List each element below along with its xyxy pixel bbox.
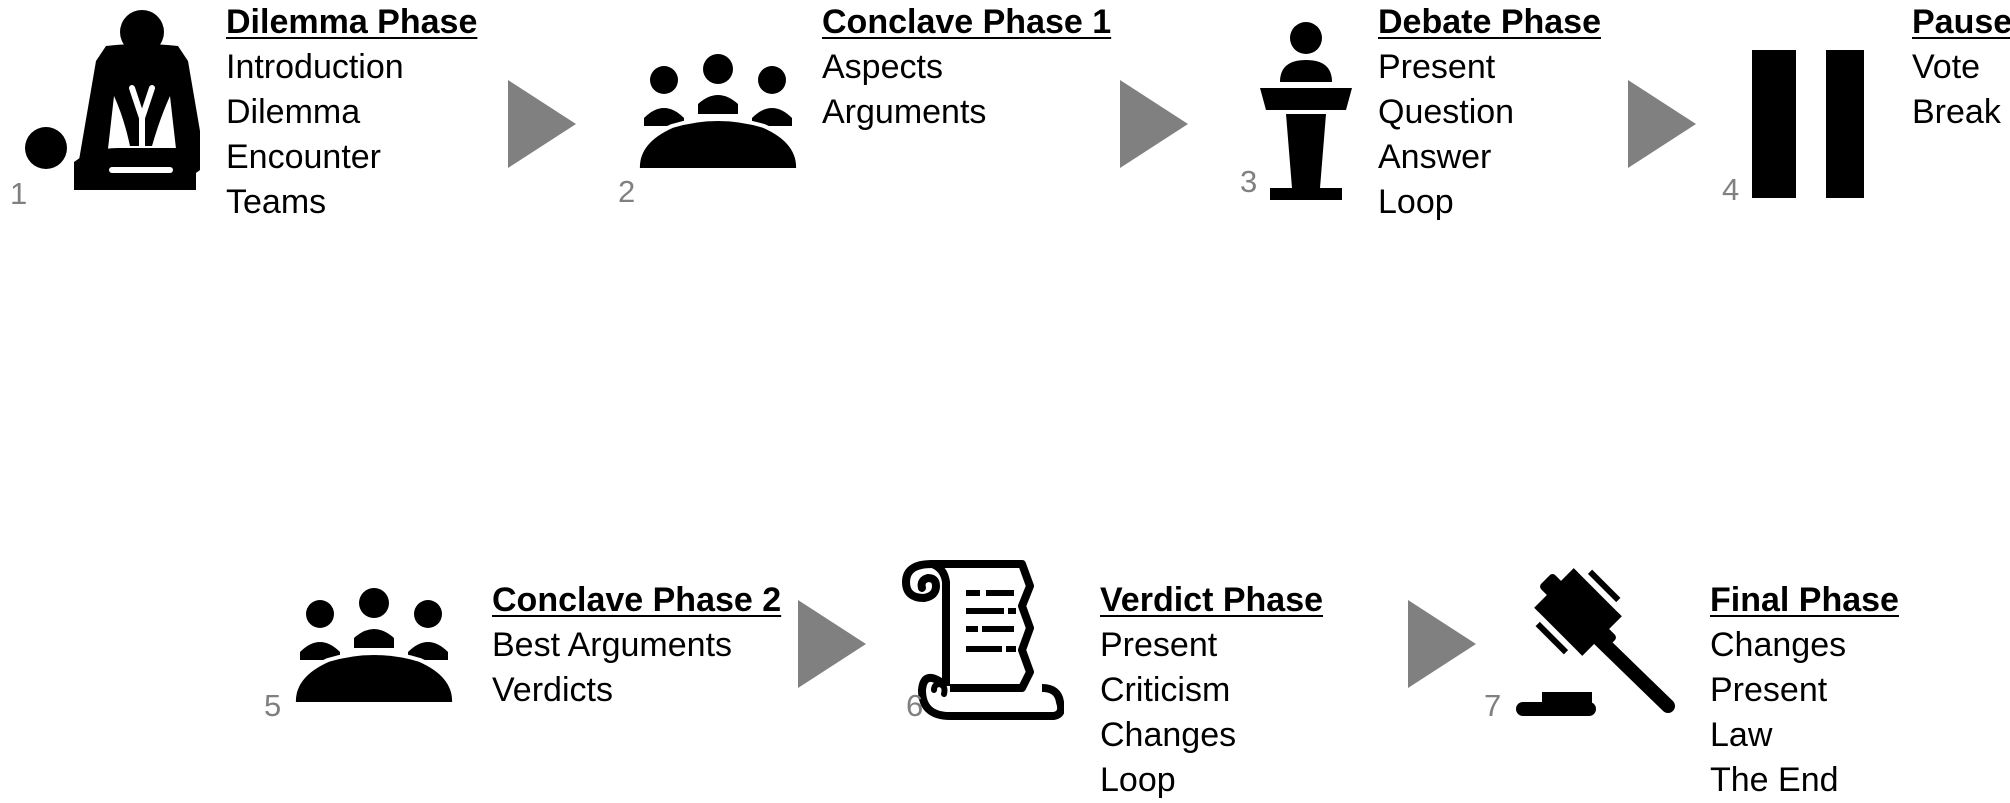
phase-title: Final Phase [1710,581,1899,619]
phase-item: Break [1912,93,2001,131]
pause-icon [1752,50,1864,198]
phase-item: Changes [1100,716,1237,754]
phase-number: 6 [906,688,924,723]
phase-item: Verdicts [492,671,613,709]
arrow-icon [798,600,866,688]
phase-number: 7 [1484,688,1502,723]
phase-text: Conclave Phase 2 Best Arguments Verdicts [492,578,781,713]
phase-item: Vote [1912,48,1981,86]
phase-item: Answer [1378,138,1492,176]
phase-item: Loop [1100,761,1176,799]
phase-item: Aspects [822,48,943,86]
phase-item: Dilemma [226,93,361,131]
phase-title: Pause [1912,3,2010,41]
phase-item: Arguments [822,93,987,131]
phase-item: Present [1378,48,1496,86]
phase-item: Question [1378,93,1515,131]
phase-item: Changes [1710,626,1847,664]
phase-number: 5 [264,688,282,723]
phase-text: Verdict Phase Present Criticism Changes … [1100,578,1323,803]
speaker-podium-icon [1256,22,1356,200]
phase-text: Debate Phase Present Question Answer Loo… [1378,0,1601,225]
arrow-icon [1120,80,1188,168]
phase-item: Present [1100,626,1218,664]
phase-item: Introduction [226,48,404,86]
phase-title: Verdict Phase [1100,581,1324,619]
meeting-table-icon [636,54,800,170]
phase-text: Pause Vote Break [1912,0,2010,135]
arrow-icon [508,80,576,168]
phase-item: Encounter [226,138,381,176]
gavel-icon [1512,556,1678,716]
phase-item: Best Arguments [492,626,733,664]
phase-item: Law [1710,716,1773,754]
phase-item: The End [1710,761,1839,799]
phase-number: 4 [1722,172,1740,207]
phase-title: Conclave Phase 2 [492,581,782,619]
cpr-icon [20,6,200,192]
phase-item: Criticism [1100,671,1231,709]
phase-text: Dilemma Phase Introduction Dilemma Encou… [226,0,477,225]
phase-text: Final Phase Changes Present Law The End [1710,578,1899,803]
phase-item: Teams [226,183,327,221]
phase-title: Debate Phase [1378,3,1601,41]
phase-number: 2 [618,174,636,209]
phase-text: Conclave Phase 1 Aspects Arguments [822,0,1111,135]
arrow-icon [1628,80,1696,168]
scroll-icon [902,556,1064,720]
phase-number: 1 [10,176,28,211]
meeting-table-icon [292,588,456,704]
phase-title: Conclave Phase 1 [822,3,1112,41]
phase-item: Present [1710,671,1828,709]
phase-title: Dilemma Phase [226,3,478,41]
phase-item: Loop [1378,183,1454,221]
arrow-icon [1408,600,1476,688]
phase-number: 3 [1240,164,1258,199]
